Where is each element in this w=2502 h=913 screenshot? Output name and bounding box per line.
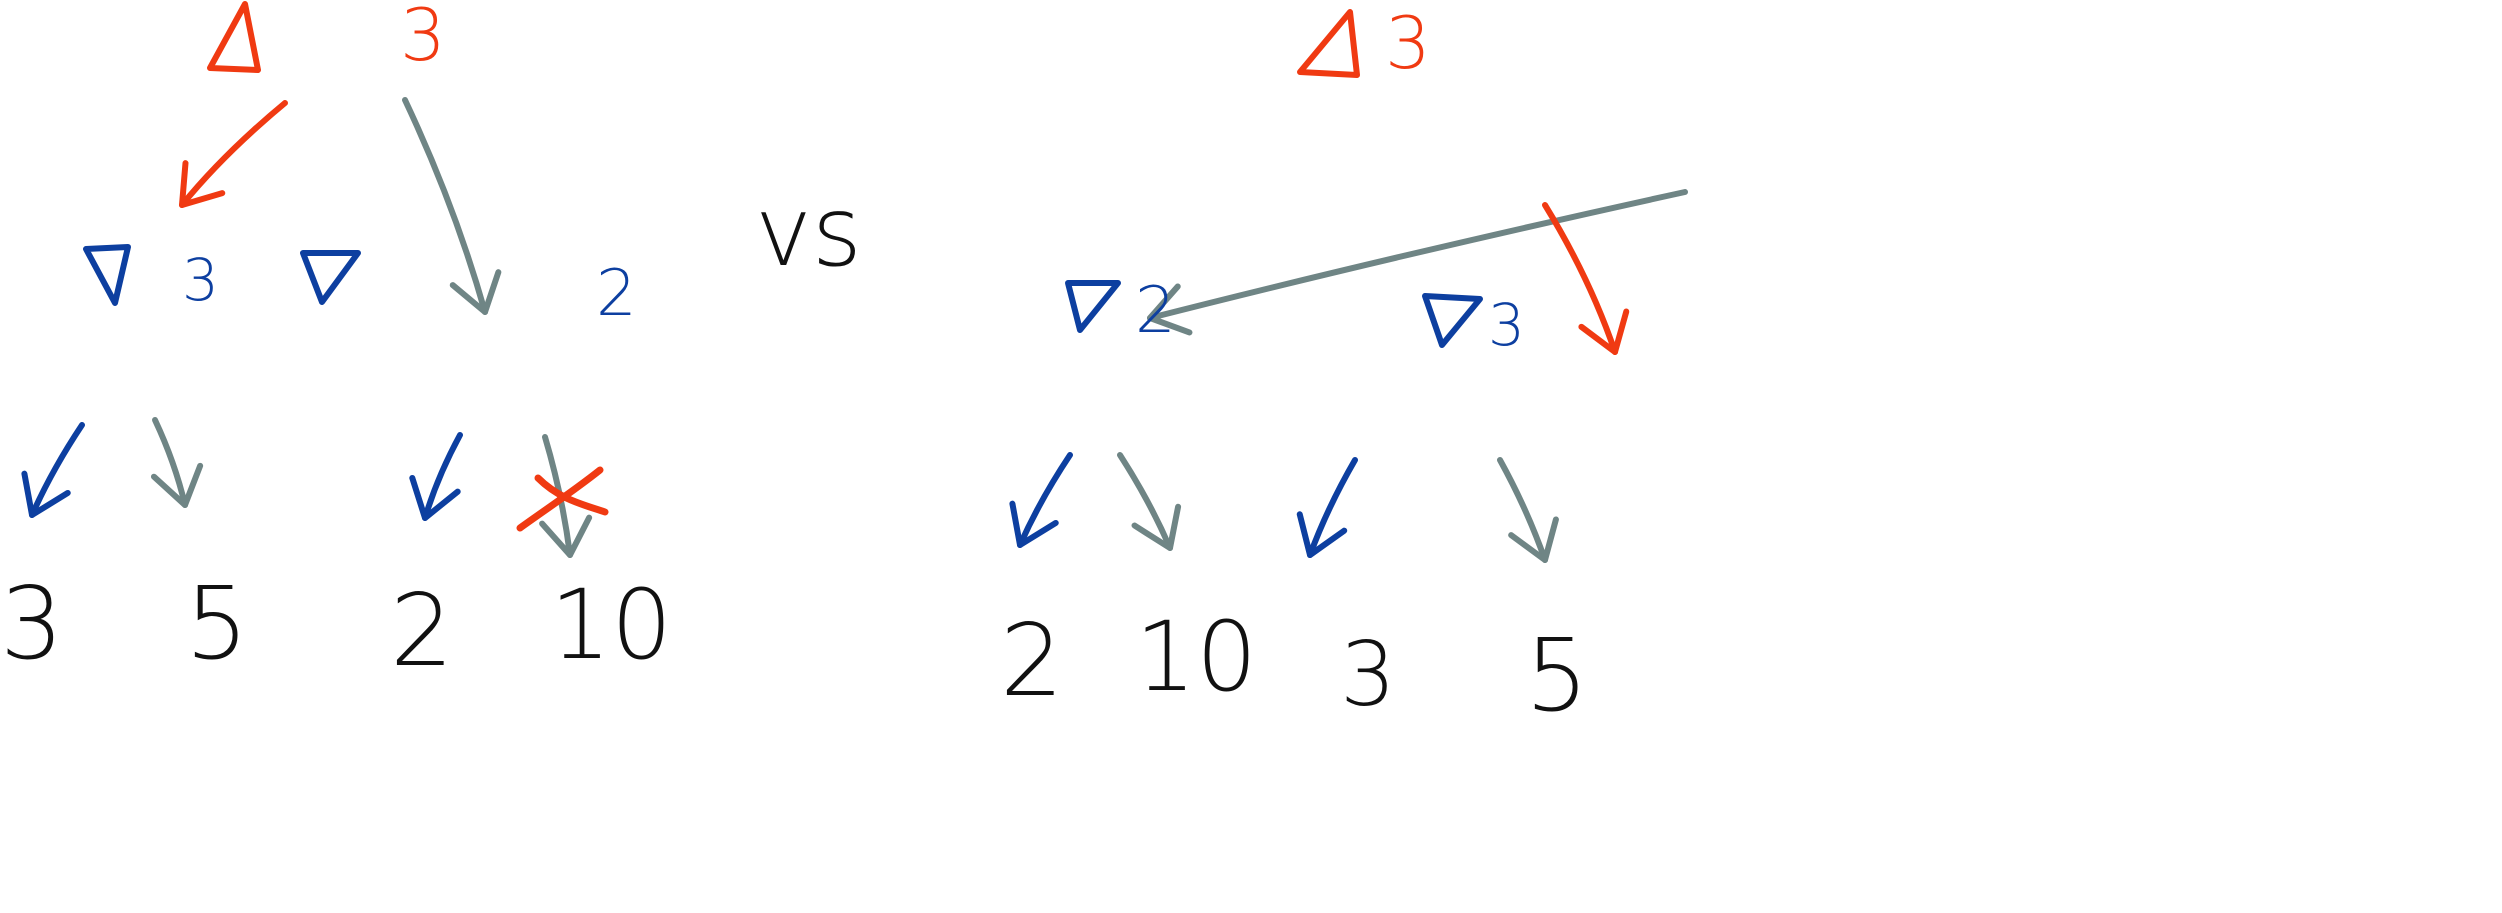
- left-leaf-4: 10: [550, 569, 672, 681]
- vs-label: vs: [755, 176, 862, 288]
- tree-edges: [21, 97, 1688, 563]
- left-root-max-triangle: [207, 1, 261, 73]
- pruned-cross-mark: [516, 466, 609, 532]
- left-root-to-min-2-edge-line: [402, 97, 488, 315]
- left-min-node-2-triangle: [300, 250, 361, 305]
- right-root-to-min-2-edge-arrowhead-icon: [1578, 308, 1630, 355]
- left-min-1-to-leaf-1-edge-arrowhead-icon: [21, 470, 71, 518]
- left-min-1-to-leaf-2-edge-line: [152, 417, 188, 508]
- left-min-2-to-leaf-3-edge-line: [422, 432, 463, 521]
- right-root-to-min-1-edge: [1147, 189, 1688, 336]
- left-root-value: 3: [400, 0, 446, 77]
- right-min-1-to-leaf-1-edge-line: [1017, 452, 1073, 548]
- left-min-node-2-value: 2: [596, 257, 637, 331]
- left-root-to-min-1-edge: [179, 100, 288, 208]
- right-min-1-to-leaf-1-edge: [1009, 452, 1073, 548]
- right-min-2-to-leaf-3-edge-arrowhead-icon: [1296, 511, 1348, 558]
- right-root-to-min-1-edge-arrowhead-icon: [1147, 283, 1193, 336]
- right-root-to-min-2-edge-line: [1542, 202, 1618, 355]
- left-min-node-1-triangle: [83, 244, 131, 306]
- right-min-node-1-value: 2: [1135, 274, 1176, 348]
- left-root-to-min-1-edge-arrowhead-icon: [179, 160, 226, 208]
- right-min-1-to-leaf-2-edge-arrowhead-icon: [1131, 503, 1182, 551]
- left-min-1-to-leaf-2-edge-arrowhead-icon: [150, 462, 204, 508]
- right-min-2-to-leaf-3-edge-line: [1307, 457, 1358, 558]
- right-min-node-2-value: 3: [1488, 291, 1525, 359]
- left-min-1-to-leaf-2-edge: [150, 417, 204, 508]
- right-min-node-2-triangle: [1422, 293, 1483, 348]
- right-min-1-to-leaf-2-edge-line: [1117, 452, 1173, 551]
- left-root-to-min-2-edge-arrowhead-icon: [449, 269, 502, 315]
- right-min-1-to-leaf-2-edge: [1117, 452, 1182, 551]
- right-min-2-to-leaf-4-edge-line: [1497, 457, 1548, 563]
- right-leaf-4: 5: [1525, 617, 1589, 734]
- right-root-to-min-1-edge-line: [1147, 189, 1688, 321]
- left-min-2-to-leaf-3-edge-arrowhead-icon: [409, 474, 461, 521]
- right-root-value: 3: [1385, 1, 1431, 85]
- right-min-1-to-leaf-1-edge-arrowhead-icon: [1009, 500, 1059, 548]
- left-leaf-1: 3: [0, 565, 64, 682]
- left-root-to-min-2-edge: [402, 97, 502, 315]
- right-leaf-2: 10: [1135, 601, 1257, 713]
- left-min-2-to-leaf-3-edge: [409, 432, 463, 521]
- left-min-2-to-leaf-4-edge-arrowhead-icon: [539, 514, 593, 558]
- left-leaf-2: 5: [185, 565, 249, 682]
- right-root-max-triangle: [1297, 9, 1360, 78]
- left-min-1-to-leaf-1-edge-line: [29, 422, 85, 518]
- right-leaf-1: 2: [1000, 602, 1064, 719]
- right-min-2-to-leaf-4-edge-arrowhead-icon: [1508, 516, 1559, 563]
- left-leaf-3: 2: [390, 572, 454, 689]
- right-leaf-3: 3: [1340, 623, 1396, 726]
- right-root-to-min-2-edge: [1542, 202, 1630, 355]
- left-min-1-to-leaf-1-edge: [21, 422, 85, 518]
- right-min-2-to-leaf-3-edge: [1296, 457, 1358, 558]
- right-min-2-to-leaf-4-edge: [1497, 457, 1559, 563]
- left-min-node-1-value: 3: [182, 246, 219, 314]
- left-root-to-min-1-edge-line: [179, 100, 288, 208]
- right-min-node-1-triangle: [1065, 280, 1121, 333]
